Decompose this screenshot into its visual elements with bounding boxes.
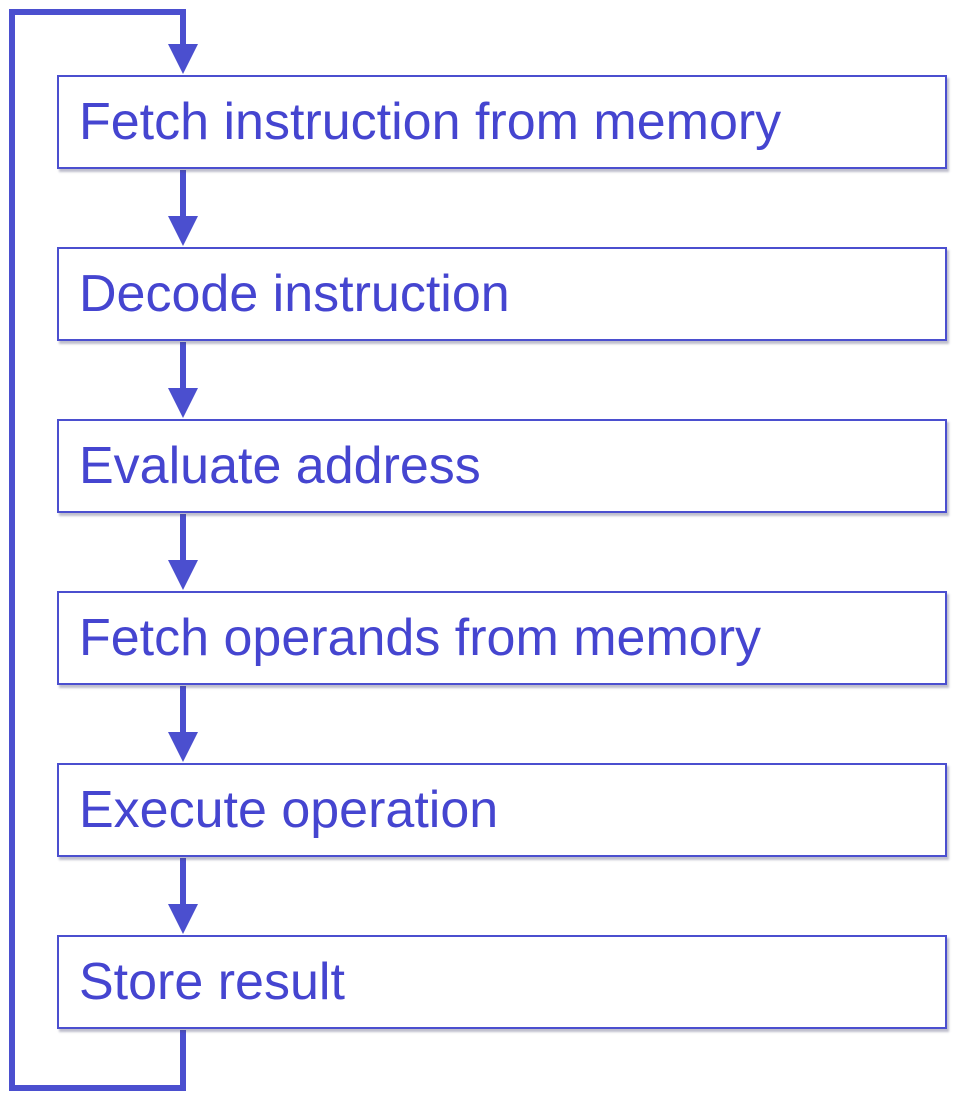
loop-back-arrowhead <box>168 44 198 74</box>
step-store-result: Store result <box>57 935 947 1029</box>
loop-back-line <box>9 9 186 1091</box>
step-label: Execute operation <box>79 781 499 839</box>
step-label: Fetch instruction from memory <box>79 93 782 151</box>
step-label: Fetch operands from memory <box>79 609 762 667</box>
arrow-5-head <box>168 904 198 934</box>
arrow-3-head <box>168 560 198 590</box>
step-decode-instruction: Decode instruction <box>57 247 947 341</box>
arrow-1-head <box>168 216 198 246</box>
step-label: Evaluate address <box>79 437 481 495</box>
step-label: Store result <box>79 953 345 1011</box>
step-fetch-operands: Fetch operands from memory <box>57 591 947 685</box>
step-evaluate-address: Evaluate address <box>57 419 947 513</box>
step-execute-operation: Execute operation <box>57 763 947 857</box>
arrow-2-head <box>168 388 198 418</box>
step-label: Decode instruction <box>79 265 510 323</box>
step-fetch-instruction: Fetch instruction from memory <box>57 75 947 169</box>
arrow-4-head <box>168 732 198 762</box>
